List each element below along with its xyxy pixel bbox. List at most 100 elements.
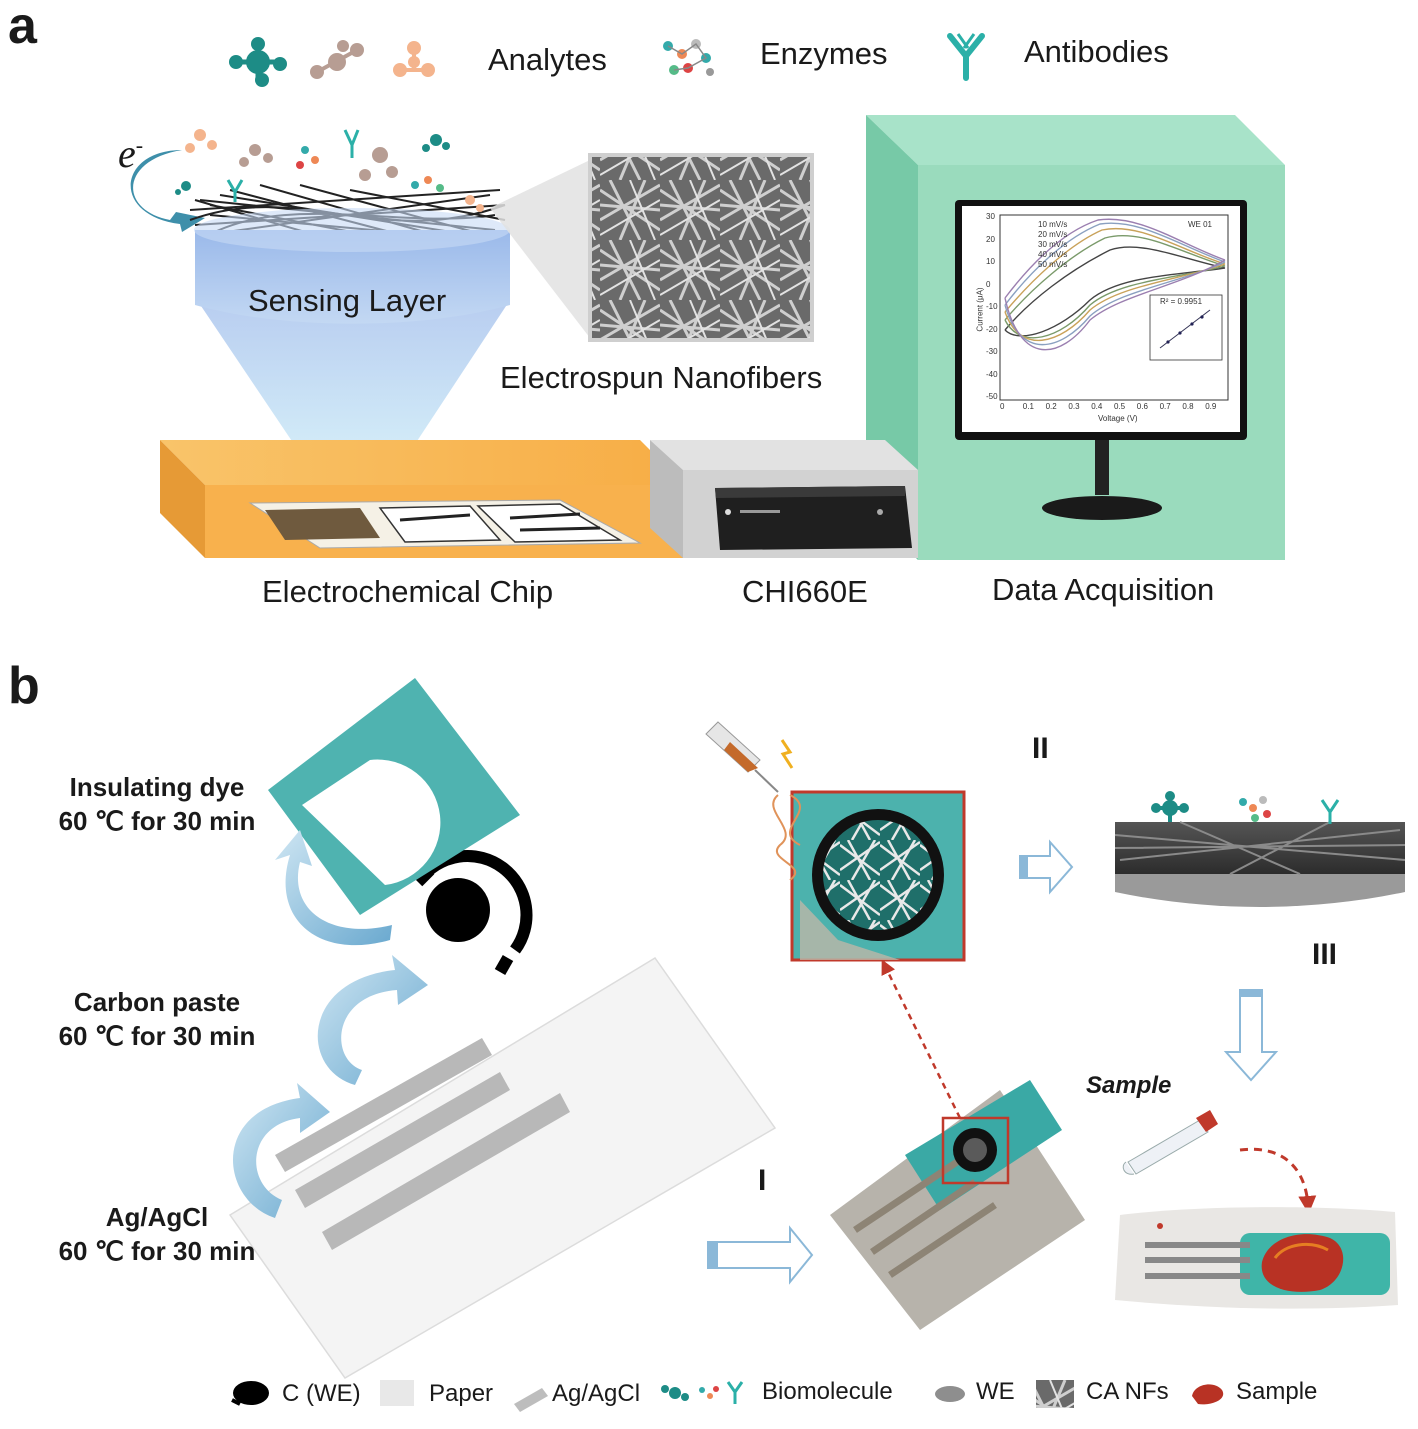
panel-b-letter: b — [8, 657, 40, 715]
sensing-layer-label: Sensing Layer — [248, 283, 447, 318]
cv-plot — [999, 214, 1229, 401]
cv-ytick-label: -30 — [986, 347, 998, 356]
step-insulating-dye: Insulating dye 60 ℃ for 30 min — [44, 770, 270, 838]
instrument-box-side — [650, 440, 683, 558]
roman-i-label: I — [758, 1164, 767, 1197]
step-arrow-iii — [1223, 989, 1279, 1082]
legend-agagcl-label: Ag/AgCl — [552, 1380, 641, 1407]
surface-biomolecules — [175, 129, 484, 212]
cv-inset-r2: R² = 0.9951 — [1160, 297, 1203, 306]
instrument-label: CHI660E — [742, 574, 868, 609]
step-arrow-i — [707, 1225, 814, 1285]
monitor-base — [1042, 496, 1162, 520]
chip-box-top — [160, 440, 685, 485]
step-carbon-paste-condition: 60 ℃ for 30 min — [58, 1021, 256, 1051]
cv-ytick-label: 0 — [986, 279, 991, 289]
sample-label: Sample — [1086, 1072, 1172, 1099]
enzyme-icon — [663, 39, 714, 76]
cv-legend-2: 20 mV/s — [1038, 230, 1068, 239]
legend-agagcl-icon — [514, 1388, 548, 1412]
cv-ytick-label: 20 — [986, 234, 995, 244]
instrument-box-top — [650, 440, 918, 470]
cv-curve-10 — [1004, 246, 1226, 337]
acquisition-box-top — [866, 115, 1285, 165]
legend-cafibers-icon — [1036, 1380, 1074, 1408]
step-carbon-paste: Carbon paste 60 ℃ for 30 min — [44, 985, 270, 1053]
sample-tube — [1122, 1110, 1218, 1175]
legend-biomolecule-label: Biomolecule — [762, 1378, 893, 1405]
nanofibers-label: Electrospun Nanofibers — [500, 360, 823, 395]
cv-legend-4: 40 mV/s — [1038, 250, 1068, 259]
cv-xtick-label: 0.9 — [1205, 402, 1217, 411]
cv-ytick-label: -10 — [986, 302, 998, 311]
cv-plot-ylabel: Current (μA) — [975, 287, 985, 332]
cv-ytick-label: -40 — [986, 369, 998, 379]
nanofiber-electrode-slab — [1114, 791, 1406, 907]
insulating-dye-mask — [268, 678, 520, 915]
legend-we-label: WE — [976, 1378, 1015, 1405]
cv-xtick-label: 0.4 — [1091, 402, 1103, 411]
cv-curve-20 — [1004, 234, 1226, 339]
ag-agcl-traces — [275, 1038, 570, 1250]
data-acquisition-label: Data Acquisition — [992, 572, 1215, 607]
sensing-layer-disk — [195, 230, 510, 324]
cv-xtick-label: 0 — [1000, 402, 1005, 411]
zoom-wedge — [490, 160, 590, 338]
legend-sample-label: Sample — [1236, 1378, 1318, 1405]
cv-ytick-label: -20 — [986, 324, 998, 334]
paper-sheet — [228, 956, 777, 1379]
step-ag-agcl-condition: 60 ℃ for 30 min — [58, 1236, 256, 1266]
electrode-zoom-photo — [790, 790, 966, 962]
cv-xtick-label: 0.6 — [1136, 402, 1148, 411]
cv-inset — [1149, 294, 1223, 361]
step-carbon-paste-title: Carbon paste — [73, 987, 241, 1017]
cv-legend-3: 30 mV/s — [1038, 240, 1068, 249]
legend-biomolecule-icon — [661, 1381, 744, 1404]
sample-drop-arrow — [1239, 1147, 1317, 1214]
legend-paper-icon — [380, 1380, 414, 1406]
step-ag-agcl: Ag/AgCl 60 ℃ for 30 min — [44, 1200, 270, 1268]
electrochemical-chip-strip — [248, 499, 642, 549]
panel-a-letter: a — [8, 0, 37, 55]
step-insulating-dye-condition: 60 ℃ for 30 min — [58, 806, 256, 836]
legend-we-icon — [935, 1386, 965, 1402]
chip-label: Electrochemical Chip — [262, 574, 554, 609]
cv-xtick-label: 0.7 — [1159, 402, 1171, 411]
cv-plot-xlabel: Voltage (V) — [1098, 414, 1138, 423]
cv-curve-40 — [1004, 222, 1226, 346]
roman-iii-label: III — [1312, 938, 1338, 971]
process-curved-arrows — [232, 830, 428, 1218]
cv-legend-5: 50 mV/s — [1038, 260, 1068, 269]
nanofiber-sem-image — [588, 153, 814, 342]
step-ag-agcl-title: Ag/AgCl — [105, 1202, 209, 1232]
cv-xtick-label: 0.2 — [1045, 402, 1057, 411]
chip-box-side — [160, 440, 205, 558]
legend-cafibers-label: CA NFs — [1086, 1378, 1169, 1405]
legend-carbon-label: C (WE) — [282, 1380, 361, 1407]
cv-ytick-label: -50 — [986, 392, 998, 401]
monitor-stand — [1095, 440, 1109, 495]
legend-paper-label: Paper — [429, 1380, 494, 1407]
cv-plot-tag: WE 01 — [1188, 220, 1213, 229]
antibody-icon — [947, 33, 985, 81]
cv-ytick-label: 10 — [986, 257, 995, 266]
cv-curve-50 — [1004, 218, 1226, 351]
legend-sample-icon — [1192, 1384, 1224, 1405]
cv-xtick-label: 0.5 — [1114, 402, 1126, 411]
sensing-funnel — [197, 300, 510, 520]
cv-ytick-label: 30 — [986, 212, 995, 221]
sensor-chip-photo — [830, 1080, 1085, 1330]
electron-label: e- — [118, 131, 144, 176]
cv-xtick-label: 0.8 — [1182, 402, 1194, 411]
chip-with-sample — [1115, 1207, 1398, 1309]
step-insulating-dye-title: Insulating dye — [69, 772, 245, 802]
roman-ii-label: II — [1032, 732, 1049, 765]
legend-icons — [231, 1380, 1224, 1412]
sensing-layer-top — [194, 208, 510, 252]
cv-xtick-label: 0.3 — [1068, 402, 1080, 411]
electrospinning-syringe — [705, 721, 801, 881]
cv-curve-30 — [1004, 228, 1226, 341]
zoom-link-arrow — [881, 959, 962, 1119]
legend-carbon-icon — [233, 1381, 269, 1405]
